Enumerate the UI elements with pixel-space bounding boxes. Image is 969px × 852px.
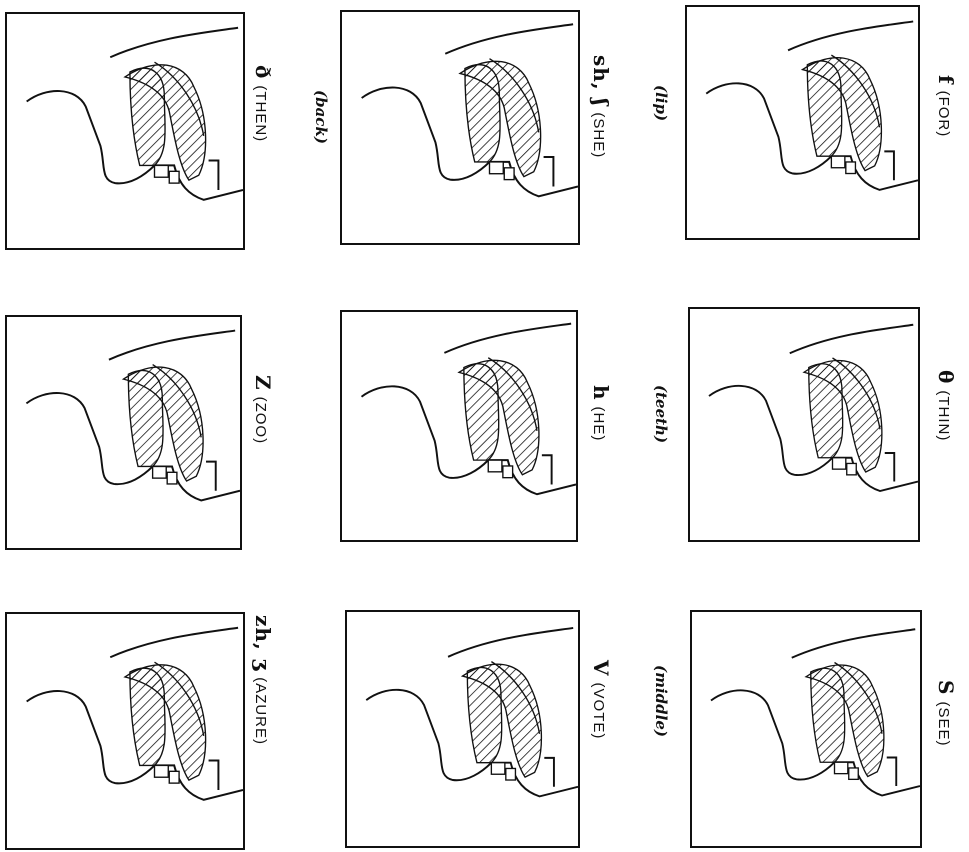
phoneme-symbol: h bbox=[589, 385, 613, 401]
label-s: S (SEE) bbox=[934, 680, 958, 746]
note-lip: (lip) bbox=[652, 85, 670, 121]
phoneme-symbol: Z bbox=[251, 375, 275, 391]
label-th: θ (THIN) bbox=[934, 370, 958, 441]
diagram-panel-h bbox=[340, 310, 578, 542]
phoneme-symbol: ð bbox=[251, 65, 275, 79]
mouth-diagram bbox=[342, 12, 578, 243]
mouth-diagram bbox=[347, 612, 578, 846]
example-word: (HE) bbox=[590, 407, 607, 442]
mouth-diagram bbox=[342, 312, 576, 540]
phoneme-symbol: f bbox=[934, 75, 958, 85]
label-h: h (HE) bbox=[589, 385, 613, 441]
diagram-panel-s bbox=[690, 610, 922, 848]
example-word: (THIN) bbox=[935, 390, 952, 441]
diagram-panel-z bbox=[5, 315, 242, 550]
note-middle: (middle) bbox=[652, 665, 670, 737]
example-word: (THEN) bbox=[252, 85, 269, 142]
example-word: (SHE) bbox=[590, 112, 607, 158]
phoneme-symbol: zh, ʒ bbox=[251, 615, 275, 671]
mouth-diagram bbox=[7, 14, 243, 248]
diagram-panel-th bbox=[688, 307, 920, 542]
label-v: V (VOTE) bbox=[589, 660, 613, 739]
phoneme-symbol: S bbox=[934, 680, 958, 695]
diagram-panel-zh bbox=[5, 612, 245, 850]
phoneme-symbol: sh, ʃ bbox=[589, 55, 613, 106]
diagram-panel-f bbox=[685, 5, 920, 240]
mouth-diagram bbox=[687, 7, 918, 238]
note-back: (back) bbox=[312, 90, 330, 144]
label-dh: ð (THEN) bbox=[251, 65, 275, 142]
example-word: (FOR) bbox=[935, 91, 952, 138]
label-sh: sh, ʃ (SHE) bbox=[589, 55, 613, 158]
diagram-panel-dh bbox=[5, 12, 245, 250]
diagram-panel-v bbox=[345, 610, 580, 848]
note-teeth: (teeth) bbox=[652, 385, 670, 443]
mouth-diagram bbox=[692, 612, 920, 846]
phoneme-symbol: θ bbox=[934, 370, 958, 384]
example-word: (VOTE) bbox=[590, 683, 607, 740]
mouth-diagram bbox=[690, 309, 918, 540]
label-z: Z (ZOO) bbox=[251, 375, 275, 444]
example-word: (SEE) bbox=[935, 701, 952, 746]
example-word: (AZURE) bbox=[252, 677, 269, 745]
example-word: (ZOO) bbox=[252, 397, 269, 445]
mouth-diagram bbox=[7, 317, 240, 548]
phoneme-symbol: V bbox=[589, 660, 613, 677]
label-f: f (FOR) bbox=[934, 75, 958, 137]
label-zh: zh, ʒ (AZURE) bbox=[251, 615, 275, 745]
diagram-panel-sh bbox=[340, 10, 580, 245]
mouth-diagram bbox=[7, 614, 243, 848]
